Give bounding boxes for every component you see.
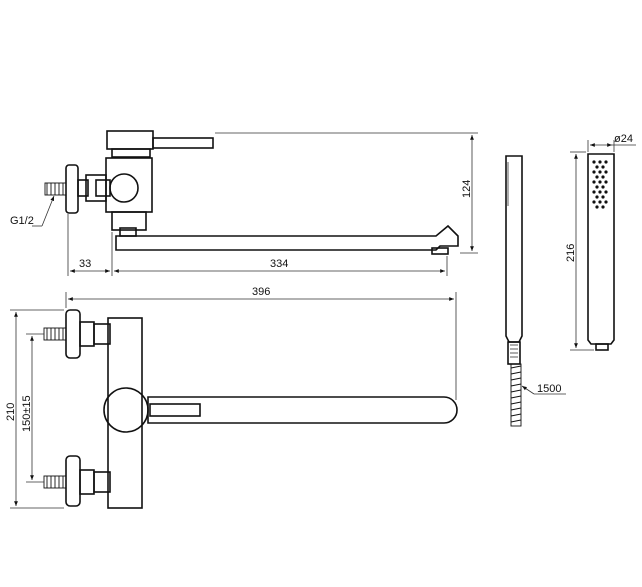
handle-knob	[103, 387, 149, 433]
overall-height-label: 210	[5, 403, 17, 421]
hose	[510, 363, 522, 427]
hose-length-label: 1500	[537, 383, 561, 395]
front-spout	[147, 396, 458, 424]
overall-length-label: 396	[252, 286, 270, 298]
spout-length-label: 334	[270, 258, 288, 270]
lower-inlet	[43, 455, 111, 507]
inlet-offset-label: 33	[79, 258, 91, 270]
hose-hatching	[510, 365, 522, 423]
lever-handle	[106, 130, 214, 158]
side-height-label: 124	[461, 180, 473, 198]
handset-diameter-label: ø24	[614, 133, 633, 145]
spray-nozzles	[592, 160, 608, 209]
upper-inlet	[43, 309, 111, 359]
handset-length-label: 216	[565, 244, 577, 262]
front-lever	[149, 403, 201, 417]
spout	[115, 224, 459, 251]
inlet-connector	[44, 164, 111, 214]
side-view: G1/2 124 33 334	[10, 130, 478, 276]
wall-connection-label: 150±15	[21, 395, 33, 432]
hand-shower-side: 1500	[505, 155, 566, 427]
thread-label: G1/2	[10, 215, 34, 227]
hand-shower-front: ø24 216	[565, 133, 636, 351]
mixer-body	[105, 157, 153, 213]
spout-base	[111, 211, 147, 231]
cartridge-circle	[109, 173, 139, 203]
mixer-column	[107, 317, 143, 509]
front-view: 396	[5, 286, 458, 509]
